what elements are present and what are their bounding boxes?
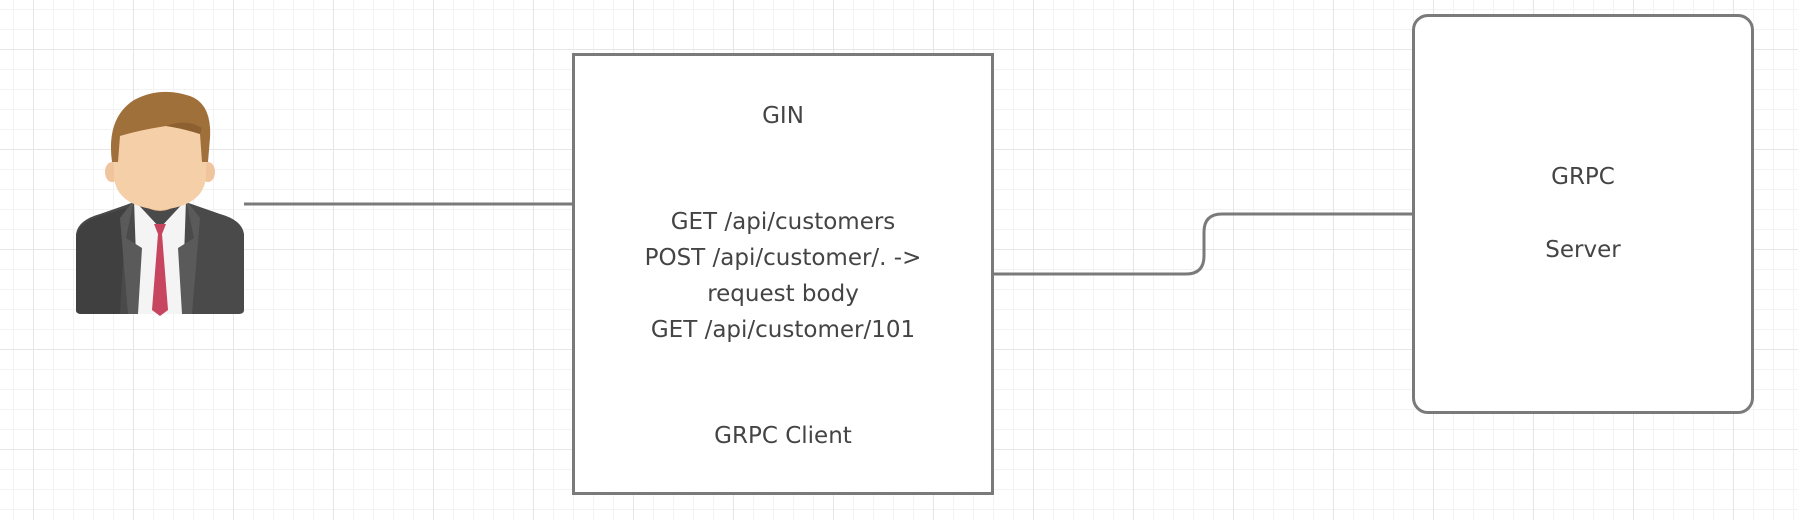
gin-routes: GET /api/customers POST /api/customer/. … xyxy=(575,204,991,348)
route-line: GET /api/customers xyxy=(670,209,896,235)
gin-to-server-connector xyxy=(994,212,1412,276)
route-line: POST /api/customer/. -> xyxy=(644,245,922,271)
gin-title: GIN xyxy=(762,103,804,129)
route-line: GET /api/customer/101 xyxy=(650,317,916,343)
user-tie xyxy=(152,224,168,316)
route-line: request body xyxy=(707,281,859,307)
user-face xyxy=(114,108,206,210)
gin-box: GIN GET /api/customers POST /api/custome… xyxy=(572,53,994,495)
server-title: GRPC xyxy=(1551,164,1615,190)
grpc-server-box: GRPC Server xyxy=(1412,14,1754,414)
server-subtitle: Server xyxy=(1545,237,1621,263)
businessman-icon xyxy=(76,91,244,316)
user-hair xyxy=(110,91,211,162)
gin-client-label: GRPC Client xyxy=(714,423,852,449)
